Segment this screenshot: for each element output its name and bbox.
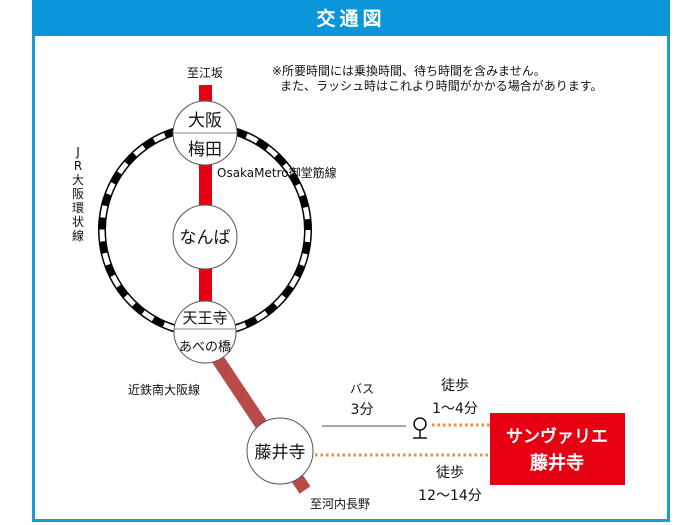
svg-text:藤井寺: 藤井寺 <box>530 452 584 474</box>
walk-mode-label-2: 徒歩 <box>436 465 464 481</box>
svg-text:サンヴァリエ: サンヴァリエ <box>506 426 608 447</box>
kintetsu-line-label: 近鉄南大阪線 <box>128 382 200 397</box>
svg-text:J: J <box>75 145 80 159</box>
note-line-1: ※所要時間には乗換時間、待ち時間を含みません。 <box>272 63 546 78</box>
walk-time-label-1: 1〜4分 <box>432 401 478 417</box>
station-namba[interactable]: なんば <box>172 204 238 270</box>
bus-mode-label: バス <box>350 382 374 396</box>
svg-text:阪: 阪 <box>72 187 84 201</box>
svg-text:環: 環 <box>72 201 84 215</box>
station-fujiidera[interactable]: 藤井寺 <box>246 417 314 485</box>
kintetsu-toward-label: 至河内長野 <box>310 497 370 511</box>
svg-text:状: 状 <box>72 215 84 229</box>
metro-toward-label: 至江坂 <box>187 66 223 80</box>
svg-text:R: R <box>74 159 82 173</box>
station-umeda[interactable]: 大阪 梅田 <box>172 100 238 166</box>
svg-text:あべの橋: あべの橋 <box>179 340 231 355</box>
walk-time-label-2: 12〜14分 <box>418 488 482 504</box>
svg-text:大: 大 <box>72 173 84 187</box>
walk-mode-label-1: 徒歩 <box>441 378 469 394</box>
svg-text:大阪: 大阪 <box>188 111 222 131</box>
station-tennoji[interactable]: 天王寺 あべの橋 <box>173 300 237 364</box>
note-line-2: また、ラッシュ時はこれより時間がかかる場合があります。 <box>280 78 603 93</box>
metro-line-label: OsakaMetro御堂筋線 <box>217 165 337 180</box>
svg-text:なんば: なんば <box>180 228 231 248</box>
page-title: 交通図 <box>32 0 670 36</box>
bus-time-label: 3分 <box>351 402 374 418</box>
svg-text:天王寺: 天王寺 <box>182 309 227 327</box>
jr-loop-label: J R 大 阪 環 状 線 <box>72 145 84 243</box>
svg-text:藤井寺: 藤井寺 <box>255 443 306 463</box>
map-frame <box>32 0 670 522</box>
svg-text:梅田: 梅田 <box>188 140 222 160</box>
svg-text:線: 線 <box>72 228 84 243</box>
bus-stop-icon <box>413 417 427 439</box>
destination-box[interactable]: サンヴァリエ 藤井寺 <box>490 413 625 485</box>
